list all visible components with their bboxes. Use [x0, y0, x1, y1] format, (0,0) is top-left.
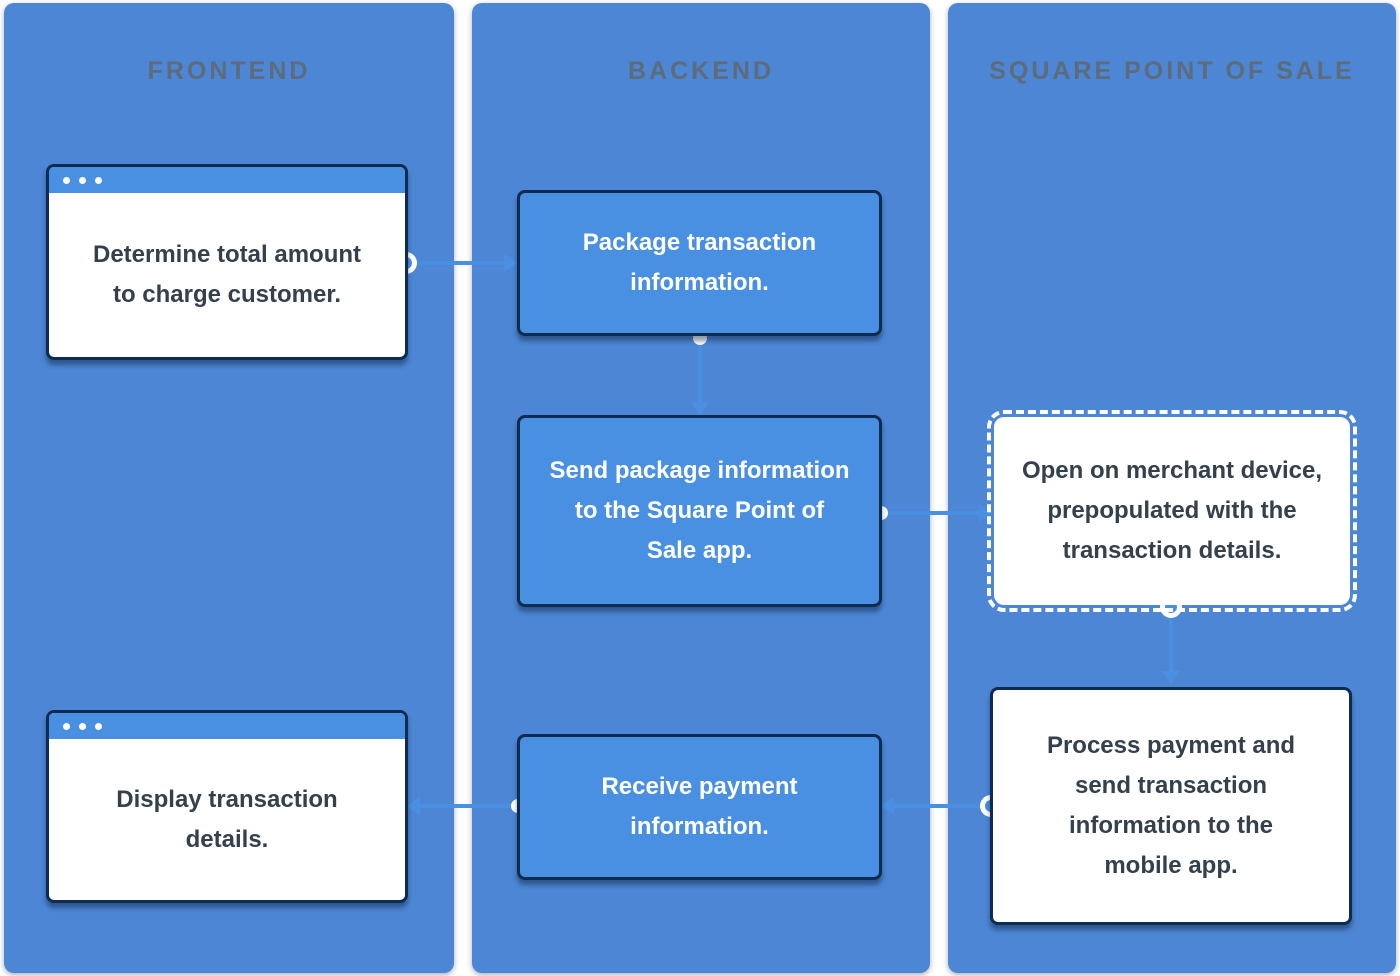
node-determine-total-amount: Determine total amount to charge custome… — [46, 164, 408, 360]
arrowhead-icon — [1162, 671, 1180, 684]
arrowhead-icon — [691, 402, 709, 415]
column-title-square-point-of-sale: SQUARE POINT OF SALE — [989, 57, 1355, 85]
arrowhead-icon — [881, 797, 894, 815]
node-package-transaction: Package transaction information. — [517, 190, 882, 336]
window-dot-icon — [63, 176, 70, 184]
window-dot-icon — [95, 176, 102, 184]
node-label: Package transaction information. — [582, 229, 817, 296]
node-label: Process payment and send transaction inf… — [1046, 732, 1296, 879]
connector-line — [893, 804, 992, 808]
connector-line — [405, 261, 505, 265]
node-label: Receive payment information. — [601, 773, 798, 840]
arrowhead-icon — [979, 504, 992, 522]
node-label: Determine total amount to charge custome… — [92, 241, 362, 308]
arrowhead-icon — [407, 797, 420, 815]
node-open-on-merchant-device: Open on merchant device, prepopulated wi… — [987, 410, 1357, 612]
window-dot-icon — [63, 722, 70, 730]
browser-titlebar — [49, 167, 405, 193]
connector-line — [1169, 607, 1173, 675]
connector-line — [419, 804, 518, 808]
node-display-transaction-details: Display transaction details. — [46, 710, 408, 903]
connector-line — [881, 511, 981, 515]
node-label: Send package information to the Square P… — [549, 457, 850, 564]
browser-titlebar — [49, 713, 405, 739]
node-process-payment: Process payment and send transaction inf… — [990, 687, 1352, 925]
arrowhead-icon — [504, 254, 517, 272]
node-body: Display transaction details. — [49, 739, 405, 900]
node-receive-payment-information: Receive payment information. — [517, 734, 882, 880]
column-title-backend: BACKEND — [628, 57, 774, 85]
node-body: Determine total amount to charge custome… — [49, 193, 405, 357]
window-dot-icon — [79, 176, 86, 184]
window-dot-icon — [79, 722, 86, 730]
node-send-package-information: Send package information to the Square P… — [517, 415, 882, 607]
window-dot-icon — [95, 722, 102, 730]
column-title-frontend: FRONTEND — [147, 57, 311, 85]
connector-line — [698, 338, 702, 408]
node-label: Open on merchant device, prepopulated wi… — [1021, 457, 1323, 564]
node-label: Display transaction details. — [116, 785, 338, 853]
